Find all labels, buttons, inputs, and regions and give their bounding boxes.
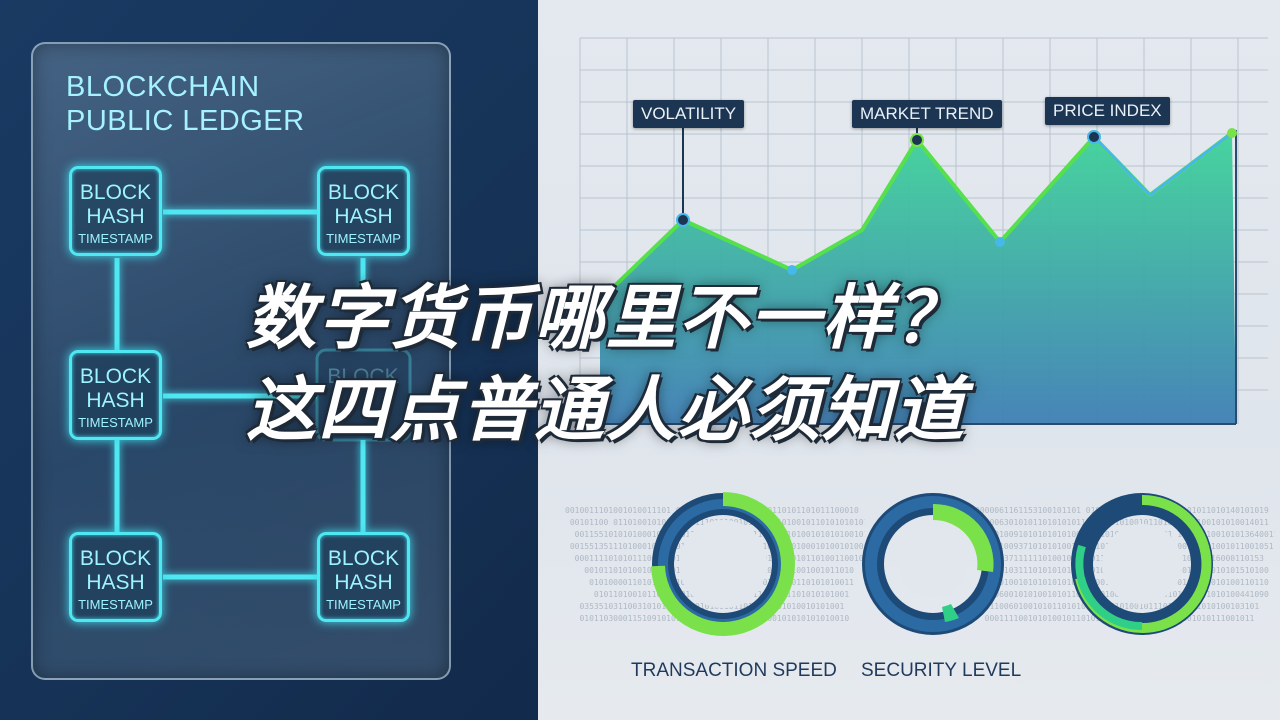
chart-point <box>676 213 690 227</box>
chart-point <box>995 237 1005 247</box>
ledger-block: BLOCK HASH TIMESTAMP <box>317 166 410 256</box>
ledger-block: BLOCK HASH TIMESTAMP <box>69 166 162 256</box>
chart-point <box>1087 130 1101 144</box>
headline: 数字货币哪里不一样？ 这四点普通人必须知道 <box>246 272 1126 456</box>
market-trend-tag: MARKET TREND <box>852 100 1002 128</box>
ledger-block: BLOCK HASH TIMESTAMP <box>69 350 162 440</box>
gauge-transaction-speed <box>651 492 795 636</box>
volatility-tag: VOLATILITY <box>633 100 745 128</box>
headline-line2: 这四点普通人必须知道 <box>246 369 966 451</box>
ledger-block: BLOCK HASH TIMESTAMP <box>317 532 410 622</box>
chart-point <box>910 133 924 147</box>
chain-links: BLOCK <box>114 209 412 580</box>
chart-line-blue <box>1092 131 1233 197</box>
gauge-security-level <box>862 493 1004 635</box>
ledger-title: BLOCKCHAIN PUBLIC LEDGER <box>66 70 386 138</box>
transaction-speed-label: TRANSACTION SPEED <box>631 660 837 681</box>
chart-area <box>600 133 1236 424</box>
security-level-label: SECURITY LEVEL <box>861 660 1022 681</box>
headline-line1: 数字货币哪里不一样？ <box>246 277 966 359</box>
ledger-title-line1: BLOCKCHAIN <box>66 71 260 103</box>
chart-point <box>1227 128 1237 138</box>
gauge-third <box>1071 493 1213 635</box>
chart-point <box>787 265 797 275</box>
hidden-block-label: BLOCK <box>327 365 398 388</box>
price-index-tag: PRICE INDEX <box>1045 97 1170 125</box>
ledger-block: BLOCK HASH TIMESTAMP <box>69 532 162 622</box>
ledger-title-line2: PUBLIC LEDGER <box>66 105 305 137</box>
